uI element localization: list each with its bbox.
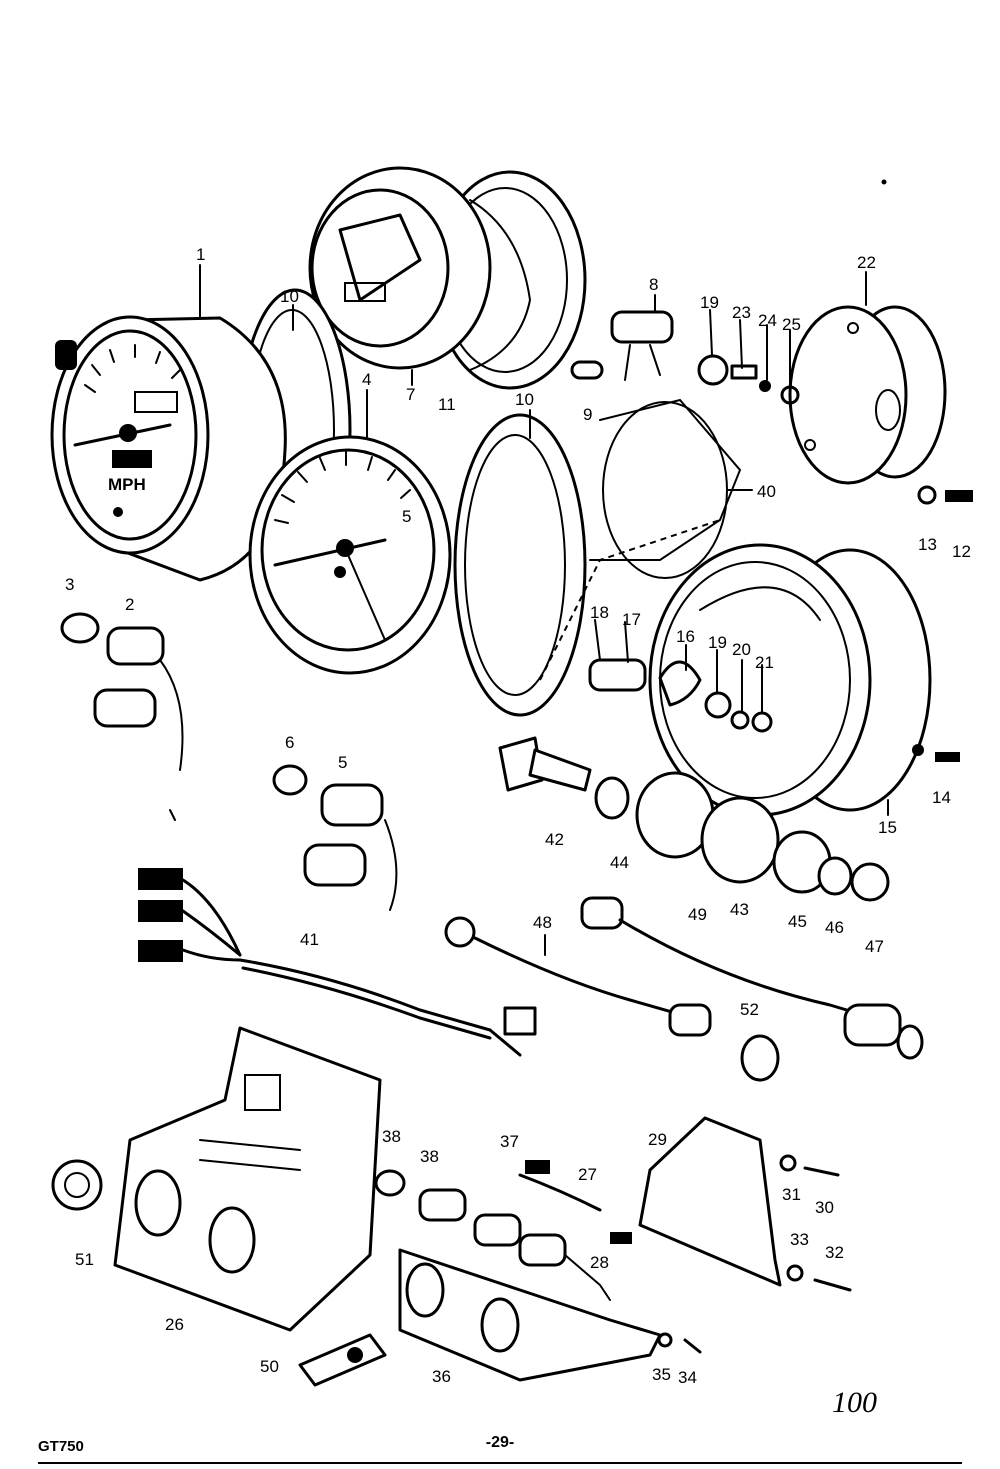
callout-16: 16	[676, 627, 695, 646]
screw-12-13	[917, 485, 973, 505]
screws-30-32	[657, 1154, 852, 1354]
callout-7: 7	[406, 385, 415, 404]
callout-labels: 1 2 3 4 5 6 7 8 9 10 10 11 12 13 14 15 1…	[65, 245, 971, 1387]
callout-24: 24	[758, 311, 777, 330]
callout-21: 21	[755, 653, 774, 672]
callout-32: 32	[825, 1243, 844, 1262]
callout-12: 12	[952, 542, 971, 561]
footer-rule	[38, 1462, 962, 1464]
callout-11: 11	[438, 395, 456, 414]
bulb-sockets-5-6	[272, 764, 398, 911]
callout-50: 50	[260, 1357, 279, 1376]
callout-26: 26	[165, 1315, 184, 1334]
callout-36: 36	[432, 1367, 451, 1386]
callout-42: 42	[545, 830, 564, 849]
bulb-sockets-2-3	[60, 612, 184, 821]
figure-number: 100	[832, 1386, 877, 1419]
callout-48: 48	[533, 913, 552, 932]
screw-14	[912, 744, 960, 762]
mounting-hardware	[498, 736, 890, 902]
speedometer-unit: MPH	[108, 475, 146, 494]
callout-47: 47	[865, 937, 884, 956]
callout-13: 13	[918, 535, 937, 554]
callout-5: 5	[338, 753, 347, 772]
cover-plate-29	[638, 1116, 782, 1287]
callout-9: 9	[583, 405, 592, 424]
callout-4: 4	[362, 370, 371, 389]
callout-34: 34	[678, 1368, 697, 1387]
callout-43: 43	[730, 900, 749, 919]
callout-52: 52	[740, 1000, 759, 1019]
callout-15: 15	[878, 818, 897, 837]
tachometer-cup	[453, 413, 587, 717]
wiring-harness	[138, 868, 537, 1057]
leader-lines	[199, 264, 889, 956]
tachometer: 5	[248, 435, 452, 675]
callout-8: 8	[649, 275, 658, 294]
callout-10a: 10	[280, 287, 299, 306]
callout-19b: 19	[708, 633, 727, 652]
bulb-socket-8	[610, 310, 674, 381]
callout-49: 49	[688, 905, 707, 924]
callout-20: 20	[732, 640, 751, 659]
meter-cables	[444, 896, 924, 1082]
bulb-50	[298, 1333, 387, 1387]
page-footer: GT750 -29-	[0, 1432, 1000, 1469]
callout-17: 17	[622, 610, 641, 629]
callout-40: 40	[757, 482, 776, 501]
bulb-51	[51, 1159, 103, 1211]
callout-38b: 38	[420, 1147, 439, 1166]
callout-1: 1	[196, 245, 205, 264]
callout-27: 27	[578, 1165, 597, 1184]
callout-6: 6	[285, 733, 294, 752]
callout-35: 35	[652, 1365, 671, 1384]
callout-37: 37	[500, 1132, 519, 1151]
callout-2: 2	[125, 595, 134, 614]
callout-45: 45	[788, 912, 807, 931]
washer-19-23	[697, 354, 800, 405]
callout-38a: 38	[382, 1127, 401, 1146]
bulb-9	[570, 360, 604, 380]
speedometer: MPH	[50, 315, 287, 582]
small-gauge	[308, 166, 492, 370]
callout-3: 3	[65, 575, 74, 594]
callout-28: 28	[590, 1253, 609, 1272]
callout-46: 46	[825, 918, 844, 937]
callout-51: 51	[75, 1250, 94, 1269]
callout-44: 44	[610, 853, 629, 872]
callout-23: 23	[732, 303, 751, 322]
callout-19a: 19	[700, 293, 719, 312]
callout-18: 18	[590, 603, 609, 622]
page-number: -29-	[485, 1434, 515, 1451]
model-code: GT750	[38, 1438, 84, 1455]
indicator-lamps	[374, 1160, 632, 1301]
callout-30: 30	[815, 1198, 834, 1217]
callout-29: 29	[648, 1130, 667, 1149]
callout-31: 31	[782, 1185, 801, 1204]
indicator-housing	[788, 305, 947, 485]
callout-22: 22	[857, 253, 876, 272]
callout-14: 14	[932, 788, 951, 807]
tachometer-mark: 5	[402, 507, 411, 526]
callout-41: 41	[300, 930, 319, 949]
socket-16-21	[588, 658, 773, 733]
dash-panel	[113, 1026, 382, 1332]
indicator-panel	[398, 1248, 662, 1382]
callout-33: 33	[790, 1230, 809, 1249]
callout-25: 25	[782, 315, 801, 334]
callout-10b: 10	[515, 390, 534, 409]
